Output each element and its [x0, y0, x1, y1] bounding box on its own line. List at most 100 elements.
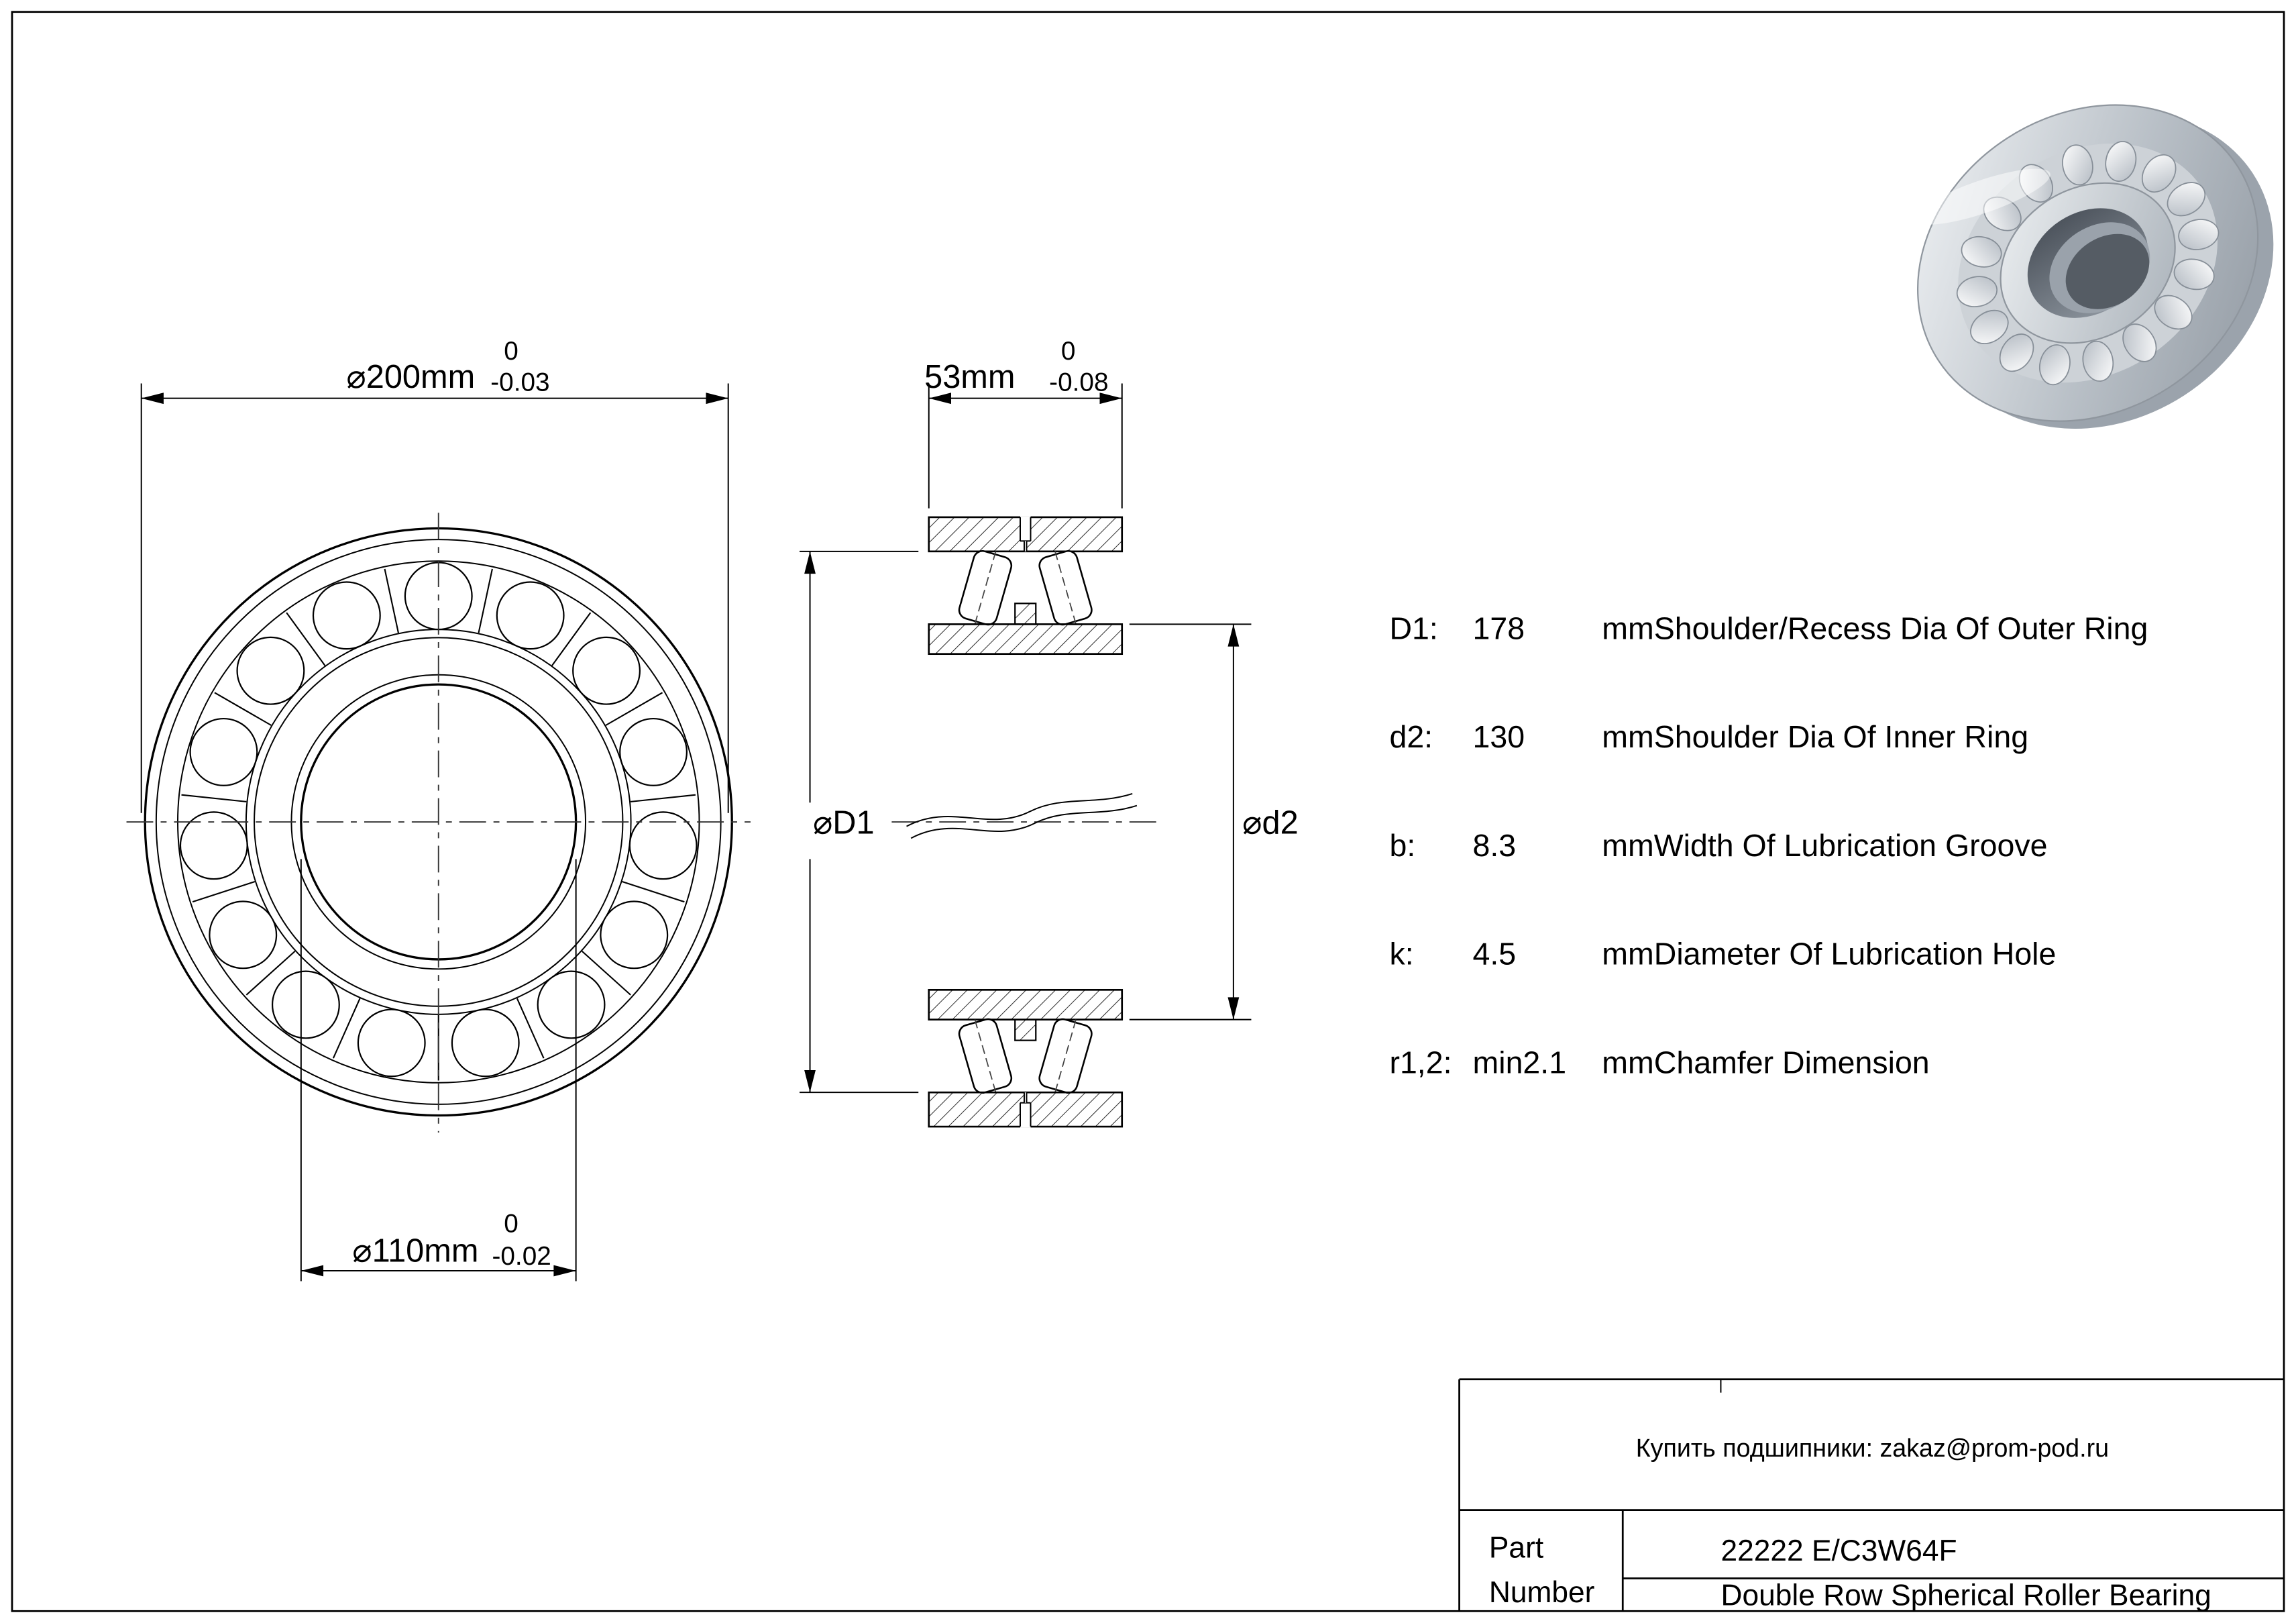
- arrowhead: [928, 392, 951, 405]
- roller-3d: [1999, 333, 2034, 372]
- roller: [572, 636, 641, 705]
- spec-key: d2:: [1389, 719, 1433, 754]
- roller-section: [1038, 550, 1093, 626]
- od-tolerance-upper: 0: [504, 337, 518, 366]
- cage-bar: [631, 794, 696, 802]
- cage-bar: [286, 612, 326, 666]
- spec-value: 4.5: [1473, 937, 1517, 972]
- arrowhead: [1227, 997, 1240, 1020]
- spec-value: 130: [1473, 719, 1525, 754]
- spec-unit: mm: [1602, 1045, 1653, 1080]
- spec-desc: Diameter Of Lubrication Hole: [1654, 937, 2057, 972]
- roller-3d: [2122, 323, 2157, 362]
- inner-ring-section-bottom: [928, 988, 1124, 1020]
- roller-3d: [1956, 276, 1998, 307]
- d1-dimension-label: ⌀D1: [813, 805, 875, 841]
- spec-unit: mm: [1602, 828, 1653, 863]
- part-label-line1: Part: [1489, 1532, 1543, 1565]
- section-view: [891, 516, 1160, 1128]
- lubrication-hole-top: [1024, 541, 1027, 552]
- border-frame: [11, 11, 2285, 1612]
- spec-key: b:: [1389, 828, 1415, 863]
- arrowhead: [804, 551, 816, 574]
- arrowhead: [141, 392, 164, 405]
- cage-bar: [192, 881, 256, 903]
- spec-unit: mm: [1602, 719, 1653, 754]
- bearing-3d-render: [1915, 104, 2274, 429]
- d2-dimension-label: ⌀d2: [1242, 805, 1299, 841]
- guide-rib-bottom: [1014, 1018, 1037, 1041]
- spec-key: r1,2:: [1389, 1045, 1452, 1080]
- roller: [209, 900, 278, 970]
- roller: [600, 900, 669, 970]
- spec-desc: Chamfer Dimension: [1654, 1045, 1930, 1080]
- spec-unit: mm: [1602, 611, 1653, 646]
- bore-dimension-text: ⌀110mm: [352, 1233, 478, 1269]
- cage-bar: [214, 692, 272, 726]
- specular-highlight: [1915, 168, 2051, 225]
- contact-text: Купить подшипники: zakaz@prom-pod.ru: [1636, 1434, 2109, 1462]
- roller-3d: [2154, 295, 2193, 330]
- spec-desc: Shoulder Dia Of Inner Ring: [1654, 719, 2028, 754]
- inner-ring-section-top: [928, 623, 1124, 656]
- bore-hole: [2065, 233, 2150, 309]
- roller: [189, 717, 258, 786]
- specs-table: D1: 178 mm Shoulder/Recess Dia Of Outer …: [1389, 611, 2148, 1080]
- roller: [628, 811, 698, 880]
- cage-bars: [181, 568, 696, 1081]
- front-view: [126, 513, 751, 1133]
- cage-bar: [245, 950, 296, 996]
- lubrication-groove-bottom: [1020, 1102, 1031, 1128]
- cage-bar: [582, 950, 631, 996]
- roller-3d: [2141, 154, 2177, 193]
- front-view-od-dimension: ⌀200mm 0 -0.03: [140, 337, 729, 813]
- width-dimension-text: 53mm: [924, 359, 1015, 395]
- roller-3d: [2062, 144, 2093, 186]
- spec-value: 8.3: [1473, 828, 1517, 863]
- cage-bar: [622, 881, 685, 903]
- rollers-front: [179, 562, 698, 1078]
- lubrication-groove-top: [1020, 516, 1031, 541]
- roller: [236, 636, 305, 705]
- roller: [357, 1008, 426, 1078]
- arrowhead: [706, 392, 728, 405]
- bore-tolerance-lower: -0.02: [492, 1242, 551, 1271]
- cage-bar: [332, 998, 361, 1059]
- cage-bar: [478, 568, 493, 633]
- roller-3d: [2105, 140, 2137, 182]
- section-dim-d2: ⌀d2: [1129, 623, 1299, 1020]
- roller-3d: [2082, 340, 2114, 382]
- width-tolerance-lower: -0.08: [1049, 368, 1108, 397]
- cage-bar: [516, 998, 545, 1059]
- roller-3d: [2167, 182, 2206, 217]
- rollers-3d: [1956, 140, 2220, 386]
- title-block: Купить подшипники: zakaz@prom-pod.ru Par…: [1458, 1378, 2285, 1612]
- spec-desc: Shoulder/Recess Dia Of Outer Ring: [1654, 611, 2148, 646]
- spec-value: min2.1: [1473, 1045, 1567, 1080]
- spec-unit: mm: [1602, 937, 1653, 972]
- spec-key: D1:: [1389, 611, 1437, 646]
- front-view-bore-dimension: ⌀110mm 0 -0.02: [300, 859, 577, 1281]
- arrowhead: [804, 1069, 816, 1093]
- part-number: 22222 E/C3W64F: [1720, 1534, 1957, 1567]
- roller-3d: [2173, 258, 2215, 291]
- roller: [537, 970, 606, 1039]
- od-tolerance-lower: -0.03: [490, 368, 549, 397]
- bore-tolerance-upper: 0: [504, 1209, 518, 1238]
- section-dim-d1: ⌀D1: [800, 550, 919, 1094]
- spec-key: k:: [1389, 937, 1413, 972]
- roller: [271, 970, 340, 1039]
- spec-value: 178: [1473, 611, 1525, 646]
- roller-3d: [1961, 235, 2002, 268]
- width-tolerance-upper: 0: [1061, 337, 1076, 366]
- roller-3d: [2178, 219, 2220, 250]
- roller: [451, 1008, 520, 1078]
- arrowhead: [1227, 624, 1240, 647]
- roller-3d: [2038, 344, 2071, 386]
- od-dimension-text: ⌀200mm: [346, 359, 475, 395]
- cage-bar: [605, 692, 663, 726]
- section-dim-width: 53mm 0 -0.08: [924, 337, 1123, 509]
- roller: [619, 717, 688, 786]
